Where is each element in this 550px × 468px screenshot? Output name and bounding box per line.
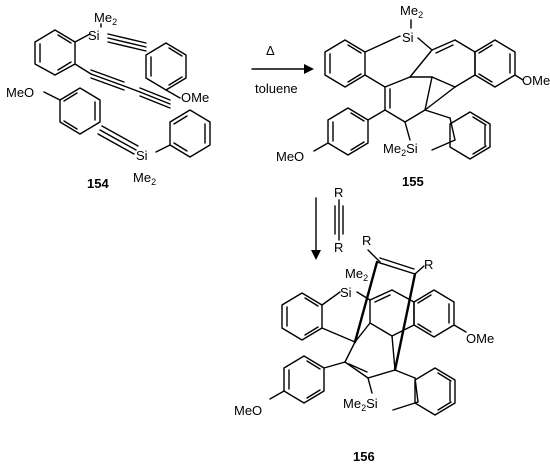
compound-155-label: 155 <box>402 174 424 189</box>
c156-bridge <box>353 249 425 372</box>
c154-benzene-top-left <box>34 29 76 76</box>
c154-si-bottom: Si <box>136 148 148 163</box>
c154-meo-left: MeO <box>6 85 34 100</box>
c156-ome: OMe <box>466 331 494 346</box>
alkyne-r-top: R <box>334 185 343 200</box>
c154-anisyl-ring-top <box>145 42 187 99</box>
compound-155: Me2 Si <box>276 3 550 189</box>
c156-r-right: R <box>424 257 433 272</box>
c155-si-top: Si <box>402 30 414 45</box>
c154-triple-bond-bottom <box>97 125 139 155</box>
c156-lower-ring <box>344 341 396 379</box>
c155-silacycle <box>364 35 433 88</box>
compound-156: R R Me2 Si <box>234 233 494 464</box>
c156-anisyl-ring <box>269 355 346 404</box>
heat-symbol: Δ <box>266 43 275 58</box>
c154-anisyl-ring-bottom <box>43 87 101 135</box>
c156-bond-ar-bridgehead <box>321 327 356 343</box>
c156-benzo-right <box>414 367 456 416</box>
c156-si-top: Si <box>340 285 352 300</box>
c155-lower-ring <box>384 76 456 123</box>
c155-me2si-bottom: Me2Si <box>383 141 418 158</box>
c155-anisyl-ring <box>313 107 386 156</box>
c155-me2-top: Me2 <box>400 3 423 20</box>
c156-meo: MeO <box>234 403 262 418</box>
c156-bond-ar-si <box>321 291 341 306</box>
reaction-arrow-heat: Δ toluene <box>251 43 314 96</box>
c154-benzene-bottom-right <box>169 109 211 158</box>
c154-bond-ar-si-bottom <box>155 144 171 153</box>
solvent-label: toluene <box>255 81 298 96</box>
c156-benzene-right <box>413 289 467 338</box>
compound-154-label: 154 <box>87 176 109 191</box>
c156-benzene-left <box>281 292 323 341</box>
c155-benzene-right <box>474 39 524 88</box>
c154-si-top: Si <box>88 28 100 43</box>
c154-bond-ar-si-top <box>74 33 91 43</box>
c154-ome-right: OMe <box>181 90 209 105</box>
c156-central-rings <box>354 289 415 371</box>
c156-silole <box>367 369 419 411</box>
c154-me2-bottom: Me2 <box>133 170 156 187</box>
c155-benzo-right <box>449 111 491 160</box>
c156-bond-si-ring <box>356 291 371 301</box>
c155-silole <box>404 109 456 151</box>
compound-156-label: 156 <box>353 449 375 464</box>
c156-r-left: R <box>362 233 371 248</box>
c154-me2-top: Me2 <box>94 10 117 27</box>
compound-154: Si Me2 OMe <box>6 10 211 191</box>
c154-diyne <box>74 63 171 109</box>
c155-benzene-left <box>324 39 366 88</box>
c156-me2si-bottom: Me2Si <box>343 396 378 413</box>
c154-triple-bond-top <box>107 33 147 52</box>
c155-central-ring <box>409 39 476 88</box>
reaction-arrow-alkyne: R R <box>311 185 344 260</box>
c155-meo: MeO <box>276 149 304 164</box>
alkyne-r-bottom: R <box>334 240 343 255</box>
c155-ome: OMe <box>522 73 550 88</box>
c156-me2: Me2 <box>345 266 368 283</box>
